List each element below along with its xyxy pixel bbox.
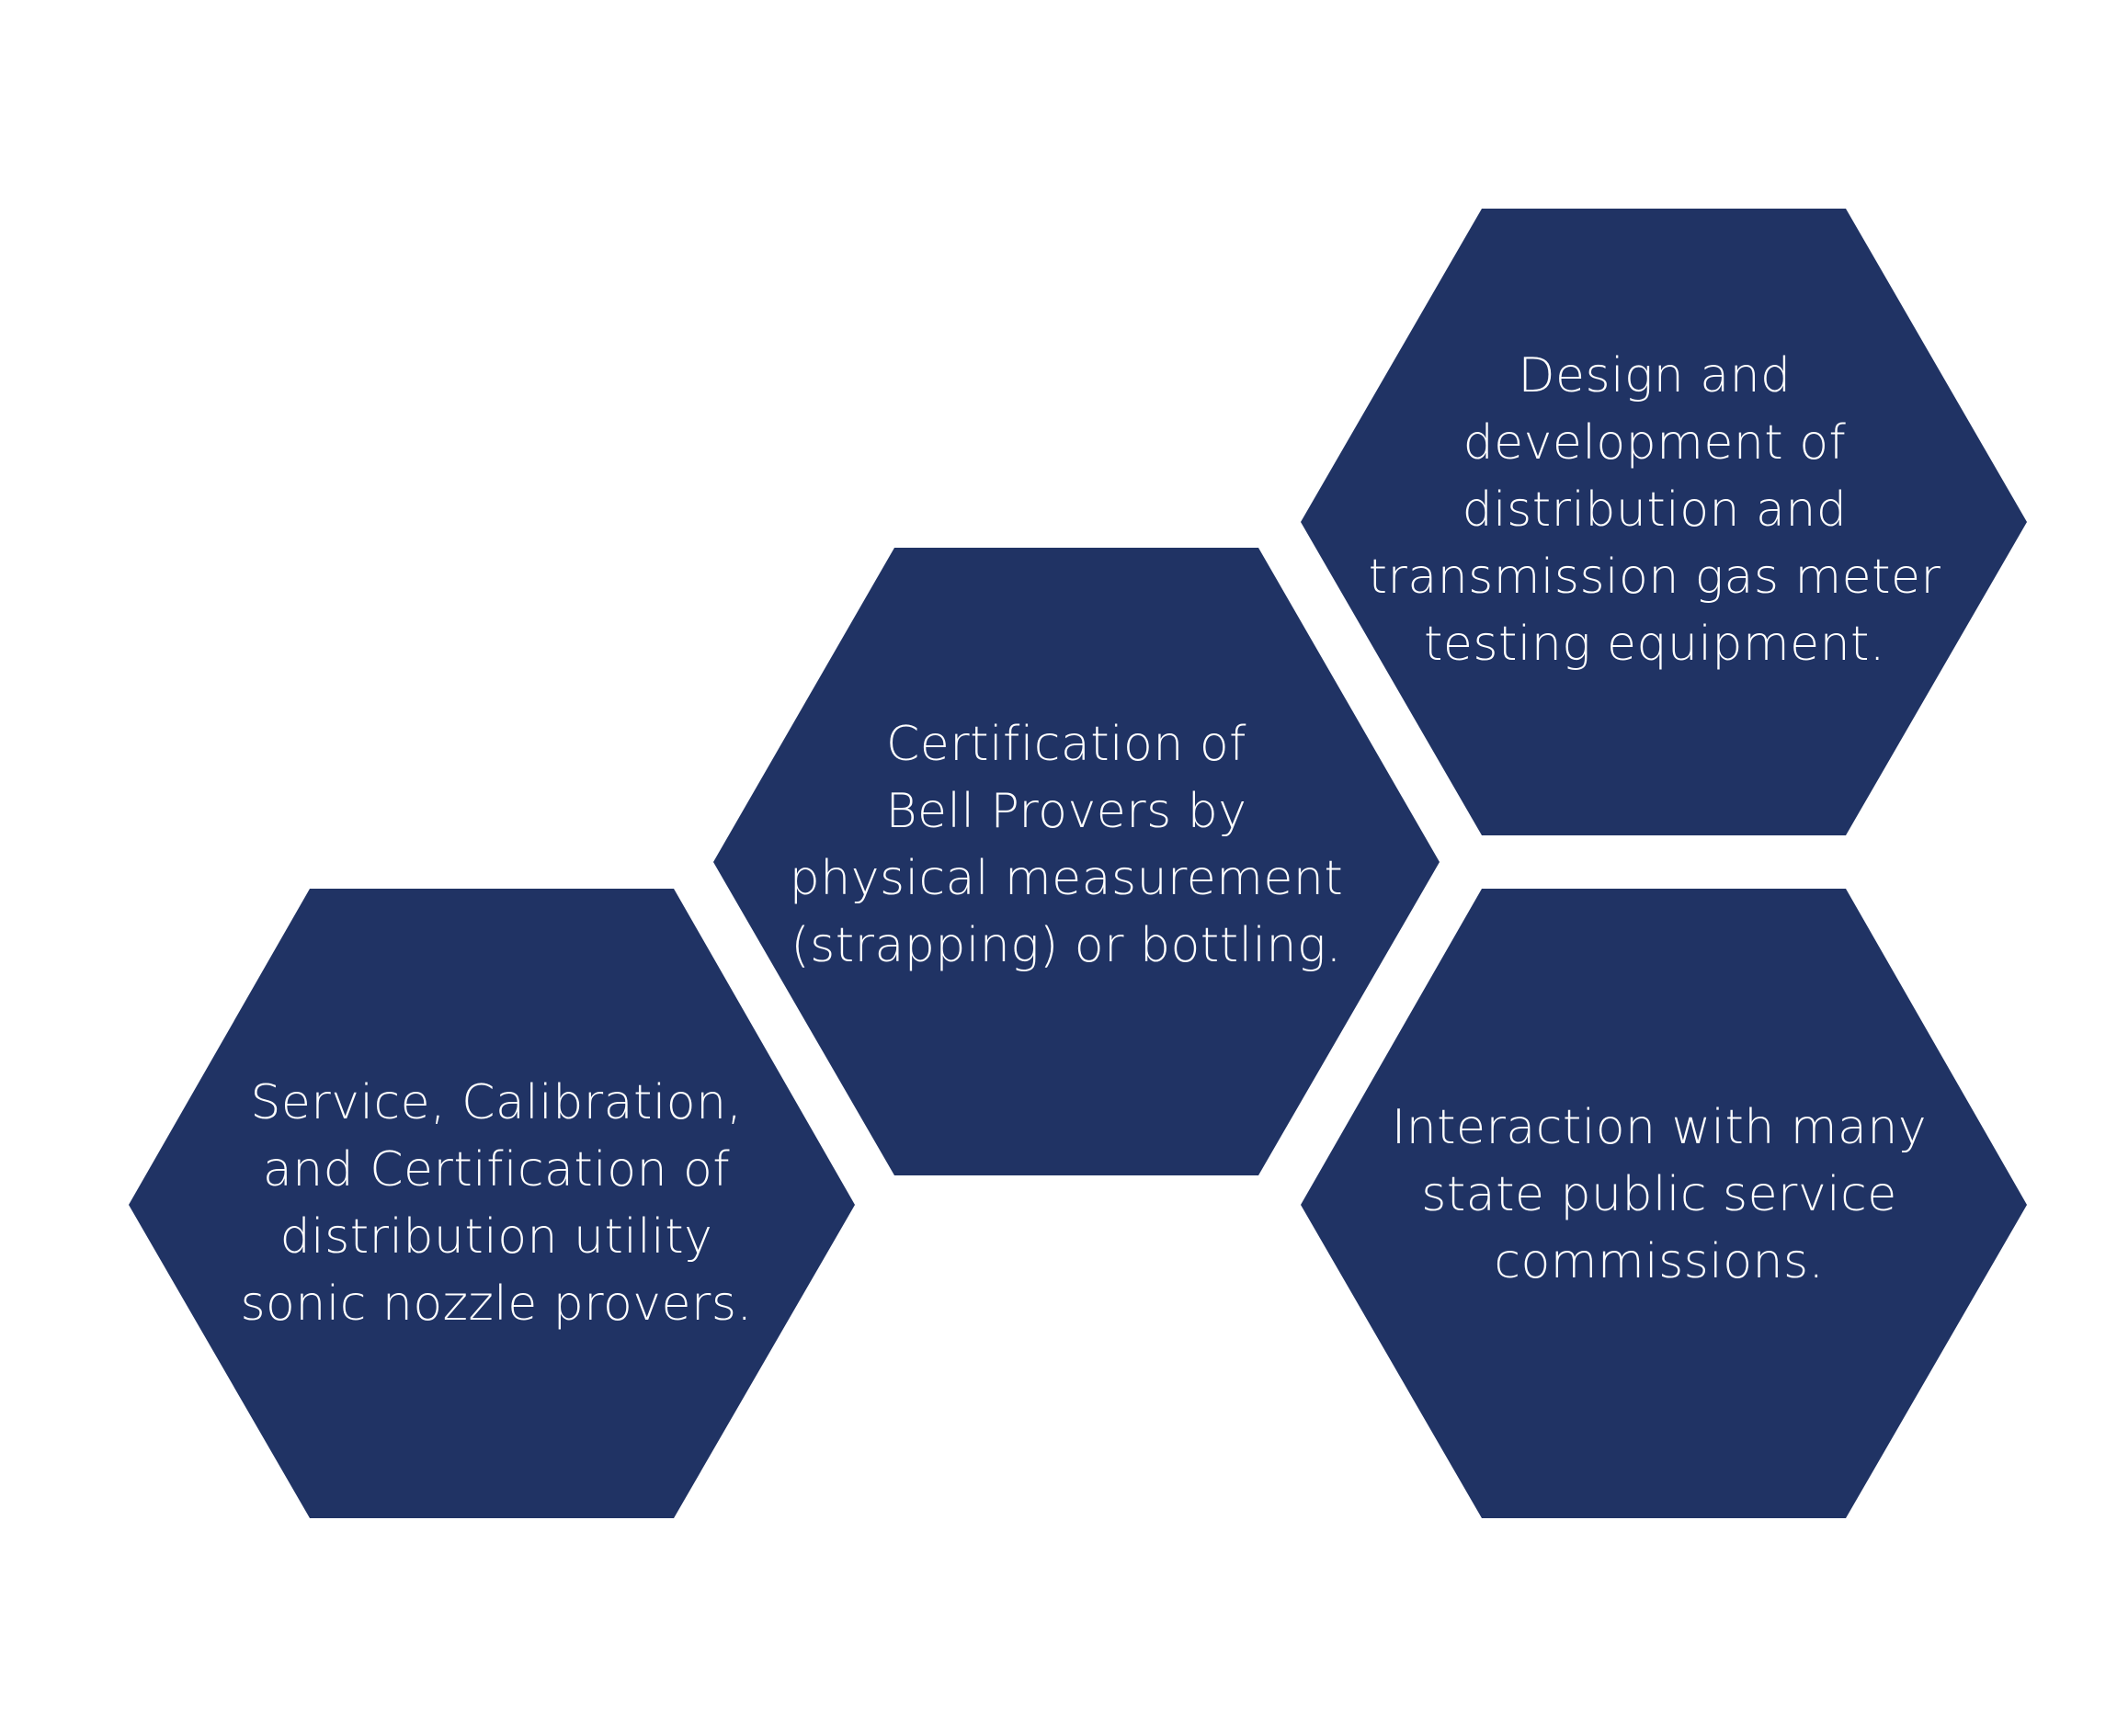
label-line: testing equipment. — [1424, 616, 1885, 672]
label-line: Bell Provers by — [885, 784, 1247, 839]
label-line: Certification of — [886, 717, 1246, 772]
hexagon-public-service — [1301, 889, 2027, 1518]
hexagon-label-bell-provers: Certification of Bell Provers by physica… — [789, 698, 1344, 993]
label-line: sonic nozzle provers. — [240, 1276, 753, 1332]
label-line: state public service — [1421, 1166, 1897, 1222]
hexagon-design-development — [1301, 209, 2027, 835]
hexagon-label-design-development: Design and development of distribution a… — [1368, 331, 1941, 689]
label-line: distribution utility — [279, 1209, 713, 1265]
label-line: (strapping) or bottling. — [791, 918, 1342, 973]
hexagon-label-public-service: Interaction with many state public servi… — [1379, 1084, 1940, 1305]
label-line: transmission gas meter — [1368, 549, 1941, 605]
label-line: Design and — [1518, 347, 1792, 403]
label-line: and Certification of — [262, 1142, 731, 1197]
label-line: Service, Calibration, — [250, 1075, 743, 1130]
label-line: physical measurement — [789, 851, 1344, 906]
label-line: development of — [1463, 414, 1847, 471]
label-line: distribution and — [1462, 482, 1848, 538]
label-line: Interaction with many — [1391, 1099, 1928, 1155]
hexagon-bell-provers — [713, 548, 1440, 1175]
hexagon-label-service-calibration: Service, Calibration, and Certification … — [221, 1038, 772, 1369]
hexagon-service-calibration — [129, 889, 855, 1518]
label-line: commissions. — [1494, 1233, 1825, 1289]
